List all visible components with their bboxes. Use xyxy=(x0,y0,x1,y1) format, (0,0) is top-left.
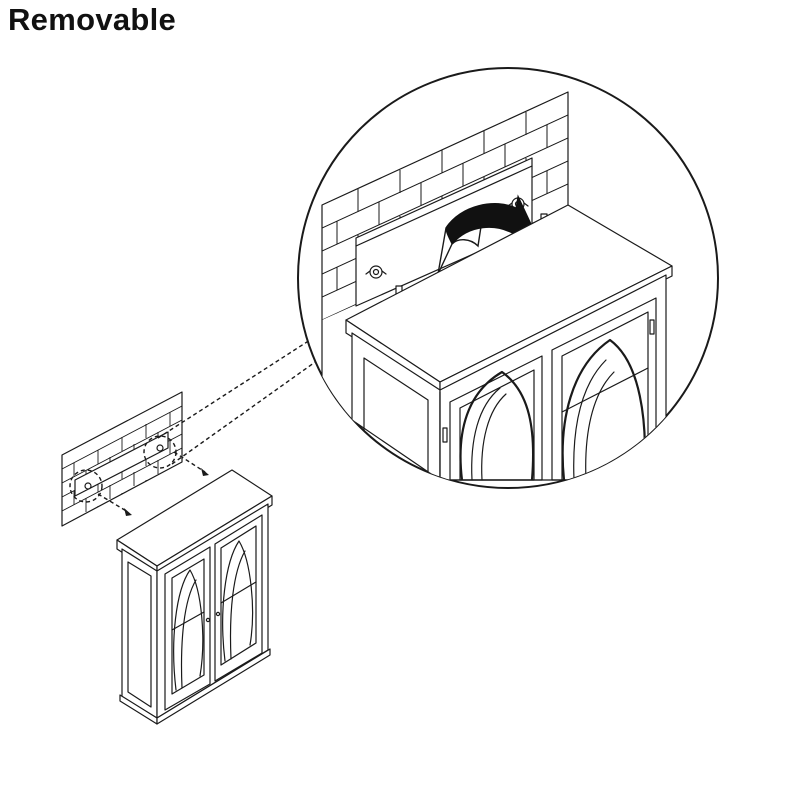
small-cabinet xyxy=(116,469,273,725)
cabinet-detail xyxy=(345,204,673,481)
small-brick-wall xyxy=(61,391,183,527)
lift-arrow-icon xyxy=(437,194,533,275)
detail-magnifier xyxy=(297,67,719,489)
screw-left xyxy=(365,265,387,279)
page-title: Removable xyxy=(8,2,177,37)
overview-group xyxy=(61,391,273,725)
